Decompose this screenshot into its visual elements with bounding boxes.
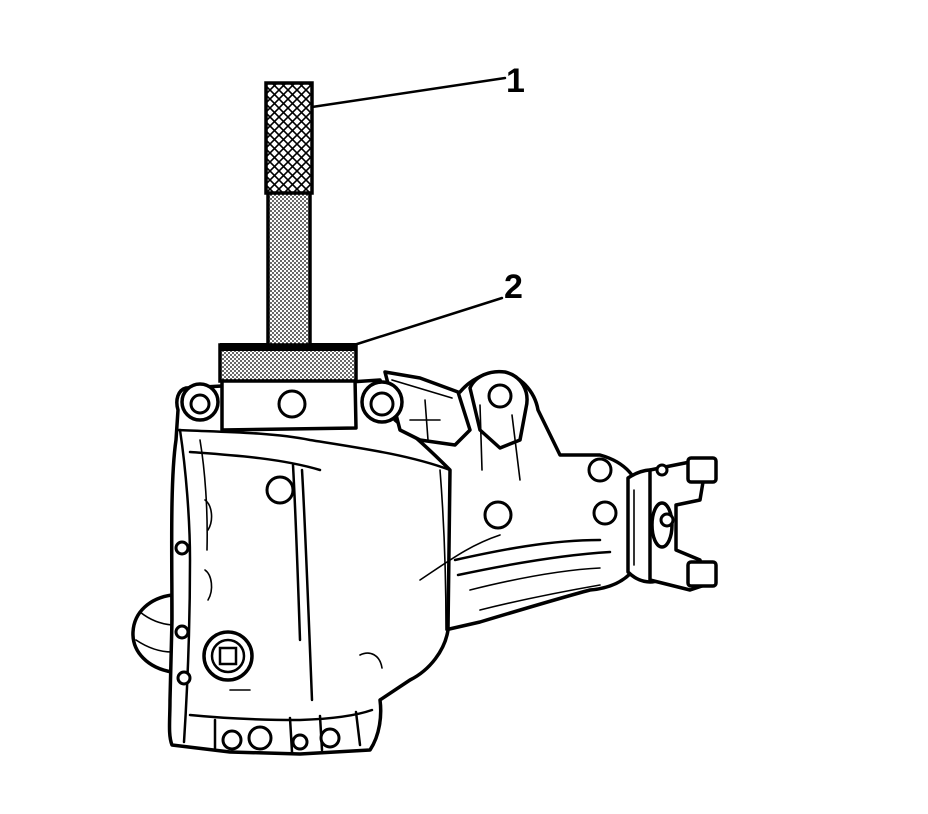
face-hole — [483, 500, 513, 530]
bolt-boss-ear — [487, 383, 513, 409]
callout-2: 2 — [504, 268, 523, 306]
handle-grip-knurled — [264, 81, 314, 195]
leader-line-1 — [310, 76, 507, 109]
bolt-boss-top-right — [360, 380, 404, 424]
leader-line-2 — [352, 296, 504, 347]
bottom-bolt-hole — [247, 725, 273, 751]
fill-plug — [202, 630, 254, 682]
differential-housing — [131, 369, 642, 756]
bottom-bolt-hole — [319, 727, 341, 749]
face-hole — [265, 475, 295, 505]
bottom-bolt-hole — [291, 733, 309, 751]
main-housing-body — [167, 378, 452, 756]
bottom-bolt-hole — [221, 729, 243, 751]
mounting-ear-right — [468, 369, 529, 450]
callout-1: 1 — [506, 62, 525, 100]
face-hole — [587, 457, 613, 483]
face-hole — [592, 500, 618, 526]
mounting-bracket — [383, 370, 472, 447]
tool-adapter — [218, 343, 358, 432]
rear-cover-bulge — [131, 593, 174, 674]
tool-handle — [264, 81, 314, 347]
handle-shaft — [266, 190, 312, 347]
bolt-boss-top-left — [180, 382, 220, 422]
face-hole — [174, 624, 190, 640]
face-hole — [174, 540, 190, 556]
face-hole — [176, 670, 192, 686]
pinion-yoke — [626, 456, 718, 592]
